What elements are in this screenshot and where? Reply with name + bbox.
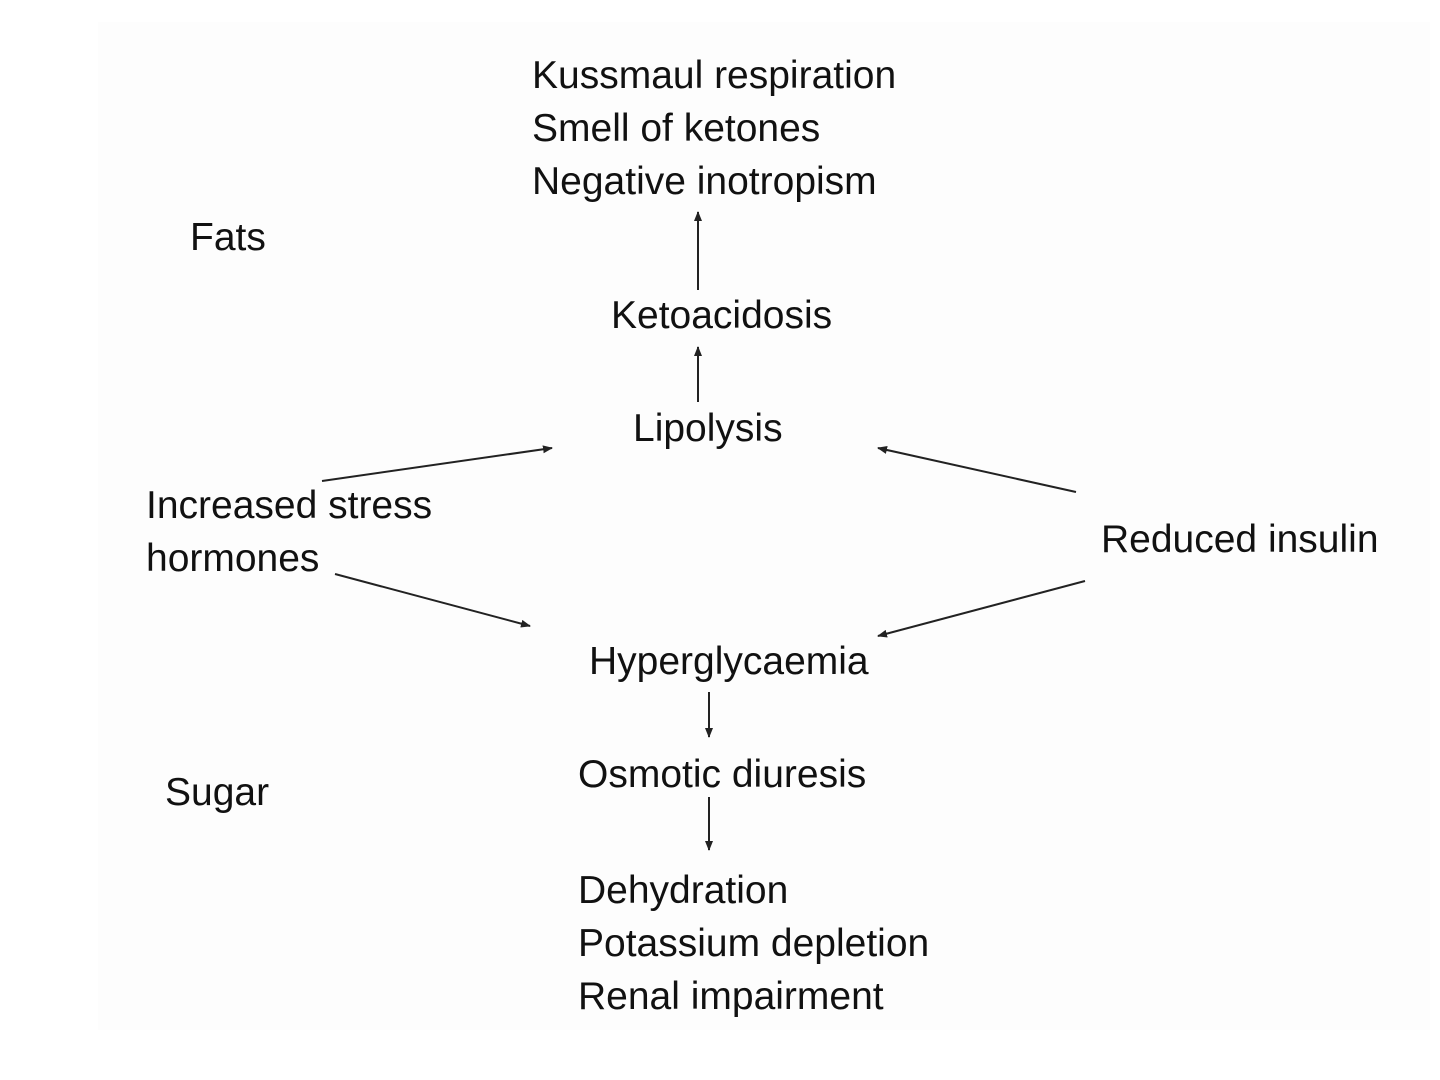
- symptom-dehydration: Dehydration: [578, 869, 789, 912]
- stress-hormones-node: Increased stress hormones: [146, 479, 432, 585]
- symptom-potassium-depletion: Potassium depletion: [578, 922, 930, 965]
- fats-label: Fats: [190, 216, 266, 259]
- hyperglycaemia-node: Hyperglycaemia: [589, 640, 869, 683]
- sugar-label: Sugar: [165, 771, 270, 814]
- symptom-ketone-smell: Smell of ketones: [532, 107, 821, 150]
- arrow-insulin-to-hyperglycaemia: [877, 580, 1086, 638]
- stress-hormones-line-2: hormones: [146, 537, 320, 580]
- osmotic-diuresis-node: Osmotic diuresis: [578, 753, 867, 796]
- lipolysis-node: Lipolysis: [633, 407, 783, 450]
- diagram-panel: [98, 22, 1430, 1030]
- symptom-negative-inotropism: Negative inotropism: [532, 160, 877, 203]
- reduced-insulin-node: Reduced insulin: [1101, 518, 1379, 561]
- arrow-stress-to-lipolysis: [321, 445, 553, 482]
- ketoacidosis-node: Ketoacidosis: [611, 294, 833, 337]
- symptom-renal-impairment: Renal impairment: [578, 975, 884, 1018]
- arrow-stress-to-hyperglycaemia: [334, 573, 531, 628]
- top-symptoms-list: Kussmaul respiration Smell of ketones Ne…: [532, 49, 896, 208]
- arrow-insulin-to-lipolysis: [877, 446, 1077, 493]
- symptom-kussmaul: Kussmaul respiration: [532, 54, 897, 97]
- stress-hormones-line-1: Increased stress: [146, 484, 433, 527]
- bottom-symptoms-list: Dehydration Potassium depletion Renal im…: [578, 864, 929, 1023]
